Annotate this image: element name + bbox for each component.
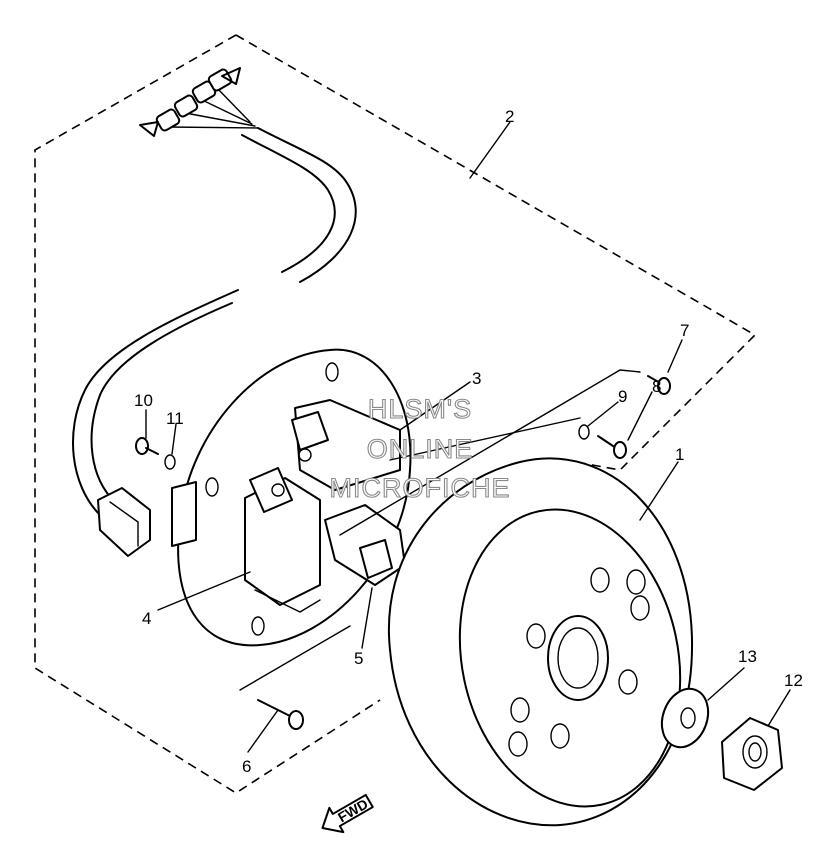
- plain-washer: [660, 687, 710, 749]
- callout-9: 9: [618, 387, 627, 406]
- screw-8: [597, 435, 627, 459]
- screw-7: [647, 375, 671, 395]
- callout-2: 2: [505, 107, 514, 126]
- leader-lines: [145, 121, 791, 753]
- washer-11: [164, 454, 176, 470]
- flange-nut: [721, 717, 783, 791]
- callout-3: 3: [472, 369, 481, 388]
- callout-6: 6: [242, 757, 251, 776]
- screw-6: [257, 699, 304, 730]
- callout-4: 4: [142, 609, 151, 628]
- fwd-arrow-icon: FWD: [321, 793, 374, 834]
- wire-harness: [72, 67, 357, 557]
- callout-1: 1: [675, 445, 684, 464]
- watermark-line-3: MICROFICHE: [330, 473, 511, 503]
- watermark: HLSM'S ONLINE MICROFICHE: [329, 393, 511, 503]
- washer-9: [578, 424, 590, 440]
- callout-5: 5: [354, 649, 363, 668]
- screw-10: [135, 437, 159, 455]
- callout-13: 13: [738, 647, 757, 666]
- callout-8: 8: [652, 377, 661, 396]
- pickup-assembly: [171, 481, 406, 586]
- charging-coil: [244, 467, 321, 613]
- callout-11: 11: [166, 409, 184, 428]
- assembly-boundary: [34, 34, 757, 794]
- callout-7: 7: [680, 321, 689, 340]
- flywheel-rotor: [387, 457, 694, 827]
- watermark-line-2: ONLINE: [367, 434, 474, 464]
- pickup-coil: [291, 399, 401, 491]
- callout-12: 12: [784, 671, 803, 690]
- callout-10: 10: [134, 391, 153, 410]
- watermark-line-1: HLSM'S: [368, 394, 472, 424]
